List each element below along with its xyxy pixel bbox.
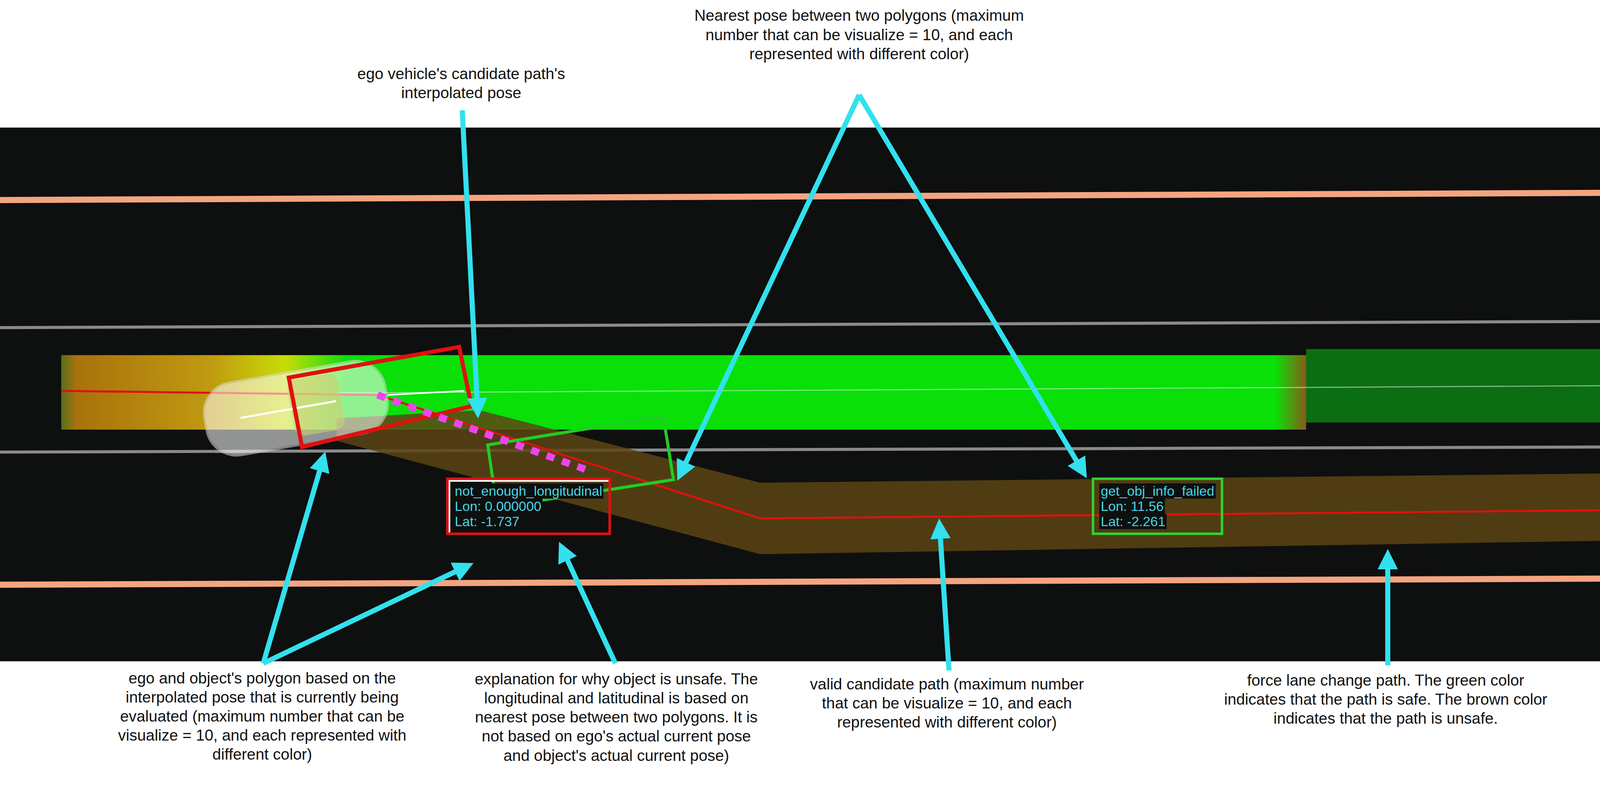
leader-arrow (681, 94, 860, 472)
status-text: get_obj_info_failed (1099, 483, 1216, 499)
distance-text: Lon: 0.000000 (453, 498, 543, 514)
road-boundary (0, 192, 1600, 200)
road-boundary (0, 578, 1600, 585)
ego-heading (240, 400, 337, 418)
callout-text: ego vehicle's candidate path's interpola… (328, 64, 594, 103)
callout-text: explanation for why object is unsafe. Th… (467, 669, 766, 765)
map-background (0, 127, 1600, 662)
lane-centerline (336, 385, 1600, 393)
leader-arrow (462, 110, 478, 409)
object-info-box: not_enough_longitudinalLon: 0.000000Lat:… (446, 477, 612, 535)
status-text: not_enough_longitudinal (453, 483, 604, 499)
leader-arrow (263, 461, 323, 664)
distance-text: Lat: -2.261 (1099, 513, 1167, 529)
distance-text: Lat: -1.737 (453, 513, 521, 529)
leader-arrow (563, 550, 616, 664)
callout-text: Nearest pose between two polygons (maxim… (690, 5, 1028, 64)
leader-arrow (1385, 558, 1391, 666)
leader-arrow (859, 94, 1082, 470)
leader-arrow (939, 528, 950, 671)
callout-text: valid candidate path (maximum number tha… (801, 674, 1093, 732)
ego-heading (387, 390, 465, 395)
lane-line (0, 321, 1600, 328)
distance-text: Lon: 11.56 (1099, 498, 1165, 514)
object-info-box: get_obj_info_failedLon: 11.56Lat: -2.261 (1091, 477, 1224, 535)
callout-text: force lane change path. The green color … (1217, 670, 1554, 728)
force-lane-change-path (336, 410, 1600, 554)
interpolated-pose-dots (377, 394, 586, 470)
callout-text: ego and object's polygon based on the in… (93, 668, 431, 765)
leader-arrow (263, 567, 465, 664)
